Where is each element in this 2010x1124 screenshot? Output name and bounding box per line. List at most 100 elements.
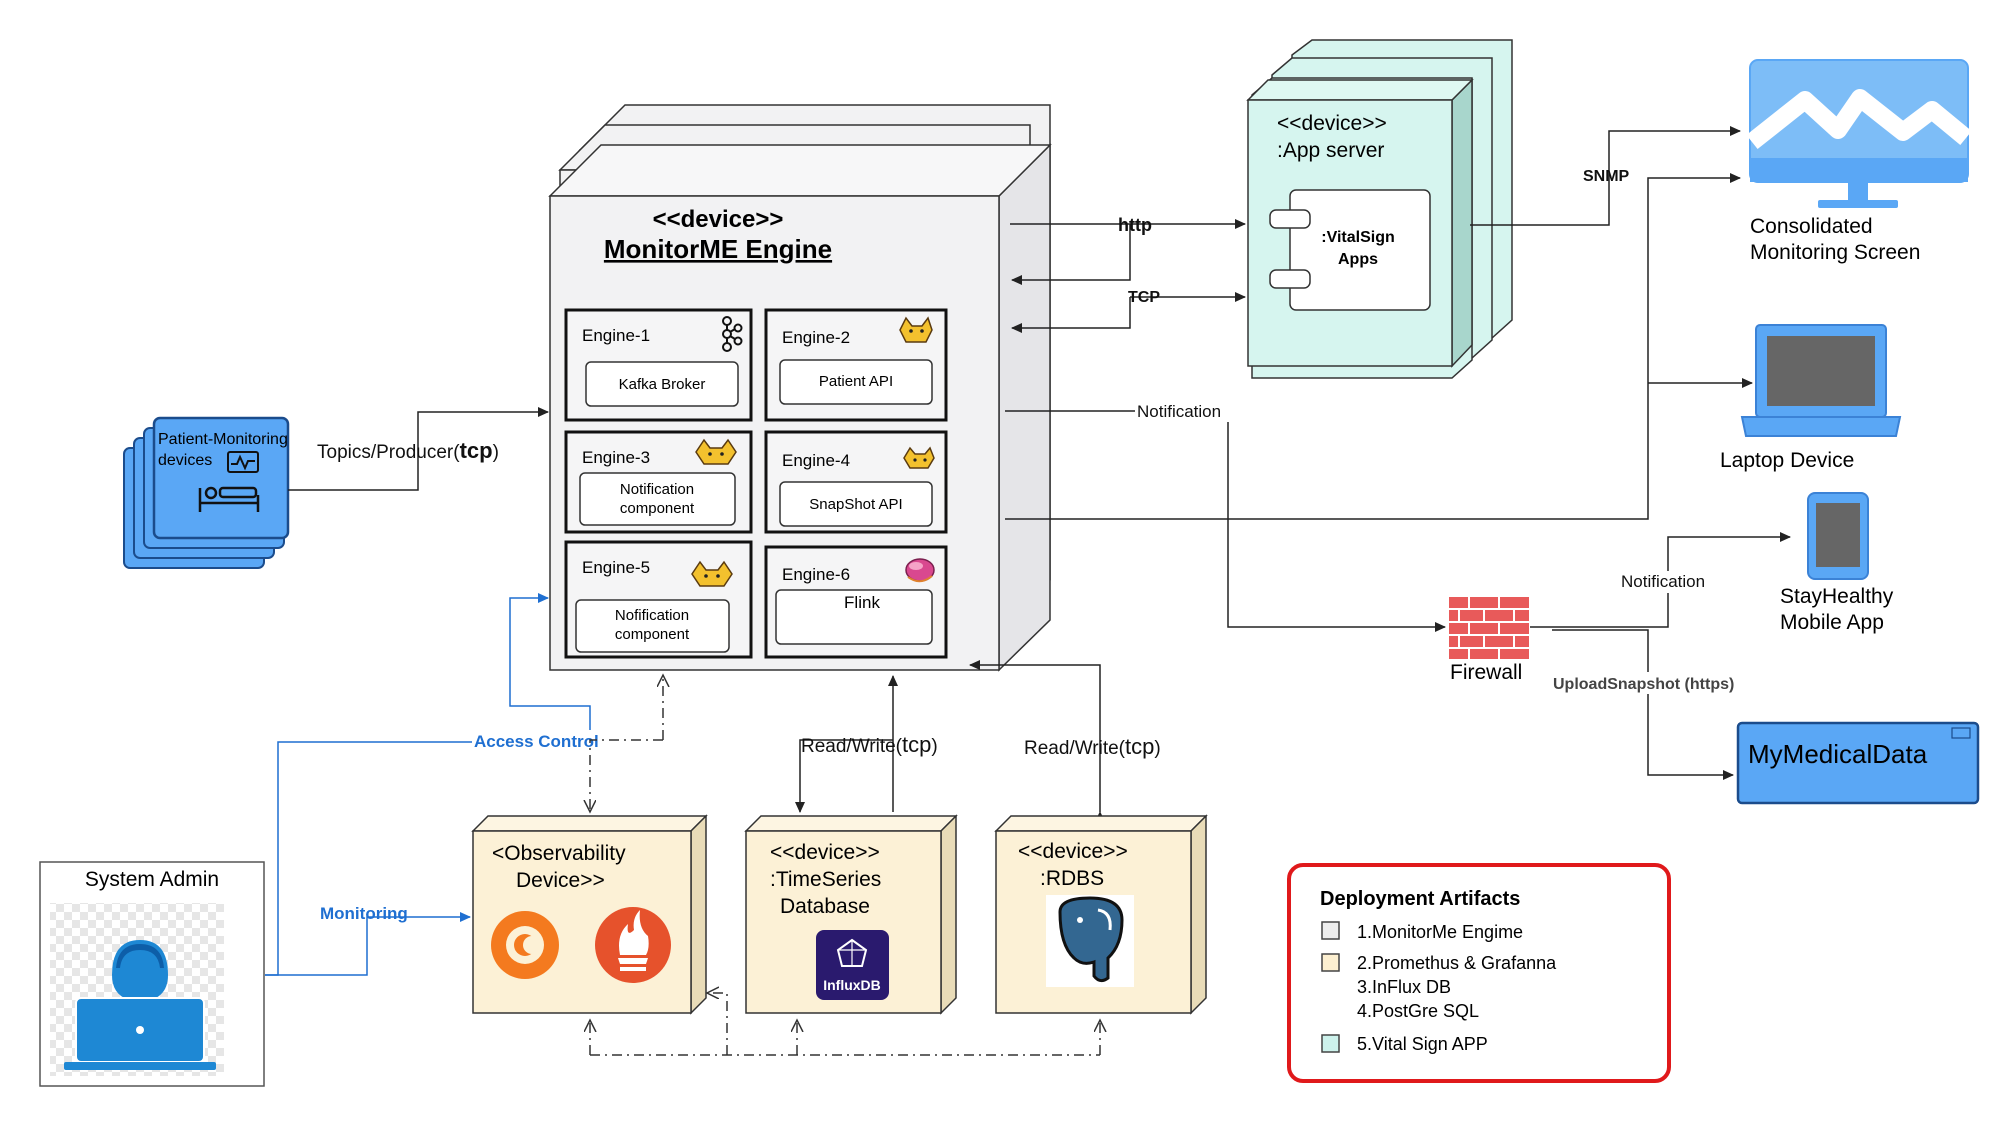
timeseries-database-node: <<device>> :TimeSeries Database InfluxDB <box>744 814 958 1015</box>
legend-item-vitalsign: 5.Vital Sign APP <box>1357 1034 1488 1054</box>
observability-label-line2: Device>> <box>516 869 605 892</box>
engine-node-title: MonitorME Engine <box>604 234 832 264</box>
kafka-broker-component <box>585 361 739 407</box>
topics-producer-label: Topics/Producer(tcp) <box>317 438 499 463</box>
engine-5-box: Engine-5 Nofification component <box>564 540 753 659</box>
admin-user-icon <box>64 940 216 1070</box>
app-server-stereotype: <<device>> <box>1277 112 1387 135</box>
upload-snapshot-label: UploadSnapshot (https) <box>1553 676 1734 693</box>
notification-component-1 <box>579 472 736 526</box>
engine-4-box: Engine-4 SnapShot API <box>764 430 948 534</box>
access-control-label: Access Control <box>474 732 599 751</box>
mymedicaldata-system: MyMedicalData <box>1736 721 1980 805</box>
tcp-connection: TCP <box>1011 289 1246 333</box>
mobile-device: StayHealthy Mobile App <box>1780 492 1894 634</box>
timeseries-title-line2: Database <box>780 895 870 918</box>
deployment-artifacts-legend: Deployment Artifacts 1.MonitorMe Engime … <box>1287 863 1671 1083</box>
legend-title: Deployment Artifacts <box>1320 888 1520 910</box>
vitalsign-apps-line1: :VitalSign <box>1321 229 1395 246</box>
component-port-top <box>1269 209 1311 229</box>
legend-swatch-observability <box>1321 953 1340 972</box>
flink-icon <box>905 558 935 583</box>
monitorme-engine-node: <<device>> MonitorME Engine Engine-1 Kaf… <box>548 104 1052 672</box>
snapshot-api-component <box>779 481 933 527</box>
observability-label-line1: <Observability <box>492 842 626 865</box>
bed-icon <box>198 486 260 512</box>
notification-component-1-line1: Notification <box>620 481 694 498</box>
component-port-bottom <box>1269 269 1311 289</box>
http-label: http <box>1118 215 1152 235</box>
rdbs-title: :RDBS <box>1040 867 1104 890</box>
engine-to-clients-connection <box>1005 173 1753 520</box>
legend-swatch-vitalsign <box>1321 1034 1340 1053</box>
influxdb-icon: InfluxDB <box>816 930 889 1000</box>
engine-5-label: Engine-5 <box>582 558 650 577</box>
timeseries-stereotype: <<device>> <box>770 841 880 864</box>
legend-item-influx: 3.InFlux DB <box>1357 977 1451 997</box>
engine-4-label: Engine-4 <box>782 451 850 470</box>
screen-label-line2: Monitoring Screen <box>1750 241 1920 264</box>
engine-1-label: Engine-1 <box>582 326 650 345</box>
app-server-top <box>1246 79 1474 101</box>
engine-1-box: Engine-1 Kafka Broker <box>564 308 753 422</box>
component-icon <box>1951 727 1971 739</box>
devices-label-line1: Patient-Monitoring <box>158 431 288 448</box>
app-server-node: <<device>> :App server :VitalSign Apps <box>1246 39 1513 379</box>
tomcat-icon <box>899 316 933 343</box>
access-control-connection: Access Control <box>265 593 606 976</box>
rdbs-stereotype: <<device>> <box>1018 840 1128 863</box>
tomcat-icon <box>691 560 733 587</box>
laptop-device: Laptop Device <box>1720 324 1902 472</box>
influxdb-logo-text: InfluxDB <box>823 977 881 993</box>
timeseries-title-line1: :TimeSeries <box>770 868 881 891</box>
legend-swatch-engine <box>1321 921 1340 940</box>
mymedicaldata-label: MyMedicalData <box>1748 739 1928 769</box>
app-server-side <box>1451 78 1473 368</box>
vitalsign-apps-component <box>1289 189 1431 311</box>
http-connection: http <box>1010 215 1246 285</box>
monitor-screen-icon <box>227 451 259 473</box>
kafka-broker-label: Kafka Broker <box>619 376 706 393</box>
engine-3-box: Engine-3 Notification component <box>564 430 753 534</box>
read-write-rdbs-label: Read/Write(tcp) <box>1024 734 1161 759</box>
engine-node-top <box>548 144 1052 197</box>
monitoring-graph-line <box>1746 89 1972 150</box>
prometheus-icon <box>595 907 671 983</box>
tomcat-icon <box>695 438 737 465</box>
devices-label-line2: devices <box>158 452 212 469</box>
legend-item-postgres: 4.PostGre SQL <box>1357 1001 1479 1021</box>
postgresql-icon <box>1046 895 1134 987</box>
screen-label-line1: Consolidated <box>1750 215 1873 238</box>
read-write-timeseries-label: Read/Write(tcp) <box>801 732 938 757</box>
snmp-label: SNMP <box>1583 168 1630 185</box>
snmp-connection: SNMP <box>1470 126 1741 226</box>
mobile-label-line1: StayHealthy <box>1780 585 1894 608</box>
notification-mobile-label: Notification <box>1621 572 1705 591</box>
flink-component <box>775 589 933 645</box>
monitoring-label: Monitoring <box>320 904 408 923</box>
engine-6-box: Engine-6 Flink <box>764 545 948 659</box>
mobile-label-line2: Mobile App <box>1780 611 1884 634</box>
legend-item-prometheus: 2.Promethus & Grafanna <box>1357 953 1557 973</box>
app-server-title: :App server <box>1277 139 1384 162</box>
observability-scrape-connection <box>590 675 1100 1056</box>
notification-component-1-line2: component <box>620 500 695 517</box>
patient-api-component <box>779 359 933 405</box>
engine-2-label: Engine-2 <box>782 328 850 347</box>
engine-3-label: Engine-3 <box>582 448 650 467</box>
legend-item-engine: 1.MonitorMe Engime <box>1357 922 1523 942</box>
notification-label: Notification <box>1137 402 1221 421</box>
engine-node-stereotype: <<device>> <box>653 206 784 233</box>
patient-api-label: Patient API <box>819 373 893 390</box>
topics-producer-connection: Topics/Producer(tcp) <box>288 407 549 491</box>
laptop-label: Laptop Device <box>1720 449 1854 472</box>
nofification-component-2-line1: Nofification <box>615 607 689 624</box>
nofification-component-2 <box>575 599 730 653</box>
vitalsign-apps-line2: Apps <box>1338 251 1378 268</box>
kafka-icon <box>722 316 743 352</box>
nofification-component-2-line2: component <box>615 626 690 643</box>
system-admin: System Admin <box>39 861 265 1087</box>
read-write-timeseries-connection: Read/Write(tcp) <box>795 675 938 813</box>
consolidated-monitoring-screen: Consolidated Monitoring Screen <box>1746 59 1972 264</box>
firewall-to-mobile-connection: Notification <box>1530 532 1791 628</box>
